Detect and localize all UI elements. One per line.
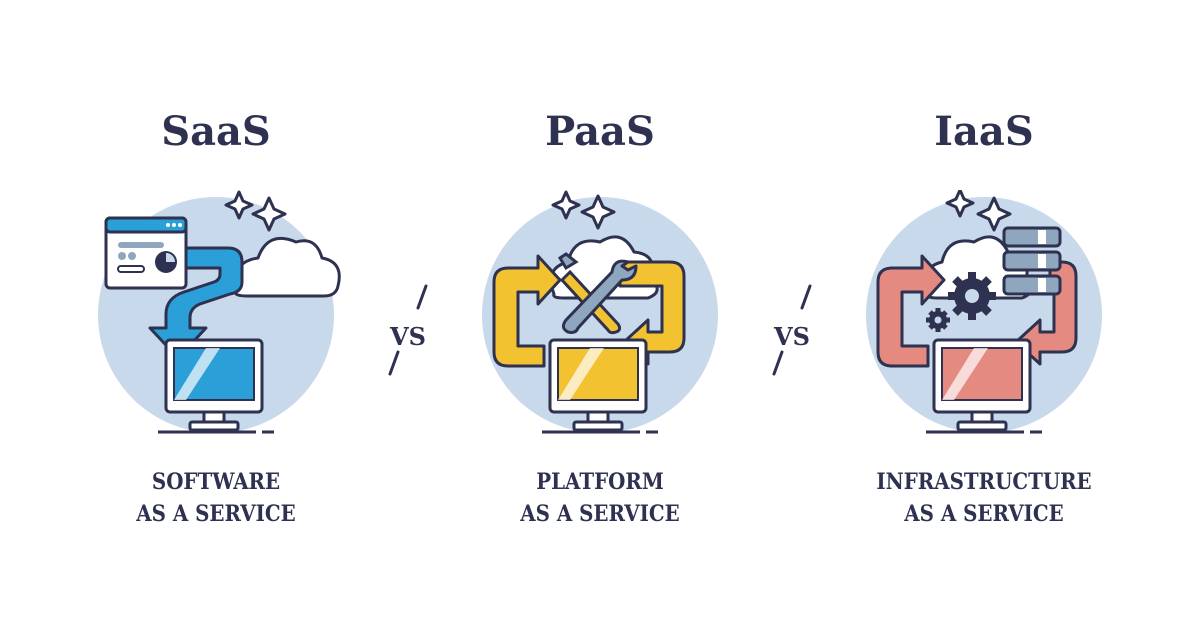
monitor-icon [542,338,658,434]
iaas-caption-line1: INFRASTRUCTURE [876,469,1092,495]
paas-caption: PLATFORM AS A SERVICE [456,466,744,530]
iaas-title: IaaS [934,108,1034,155]
monitor-icon [926,338,1042,434]
iaas-caption-line2: AS A SERVICE [904,501,1064,527]
vs-label: VS [390,322,426,351]
vs-separator: VS [762,282,822,392]
slash-divider-icon [772,284,812,376]
browser-window-icon [104,216,188,290]
gears-icon [926,272,996,332]
monitor-icon [158,338,274,434]
saas-column: SaaS [56,0,376,628]
paas-column: PaaS PLATFORM AS A SERV [440,0,760,628]
paas-caption-line2: AS A SERVICE [520,501,680,527]
saas-caption: SOFTWARE AS A SERVICE [72,466,360,530]
paas-illustration [482,190,718,434]
sparkle-icon [945,190,1012,232]
arrow-icon [148,246,244,360]
iaas-column: IaaS [824,0,1144,628]
paas-title: PaaS [545,108,655,155]
cloud-icon [233,237,341,298]
sparkle-icon [551,190,616,230]
tools-icon [557,252,638,335]
paas-caption-line1: PLATFORM [536,469,664,495]
vs-label: VS [774,322,810,351]
saas-caption-line1: SOFTWARE [151,469,281,495]
iaas-illustration [866,190,1102,434]
iaas-caption: INFRASTRUCTURE AS A SERVICE [840,466,1128,530]
vs-separator: VS [378,282,438,392]
server-icon [1002,226,1062,296]
saas-caption-line2: AS A SERVICE [136,501,296,527]
saas-title: SaaS [161,108,271,155]
sparkle-icon [224,190,287,232]
saas-illustration [98,190,341,434]
slash-divider-icon [388,284,428,376]
